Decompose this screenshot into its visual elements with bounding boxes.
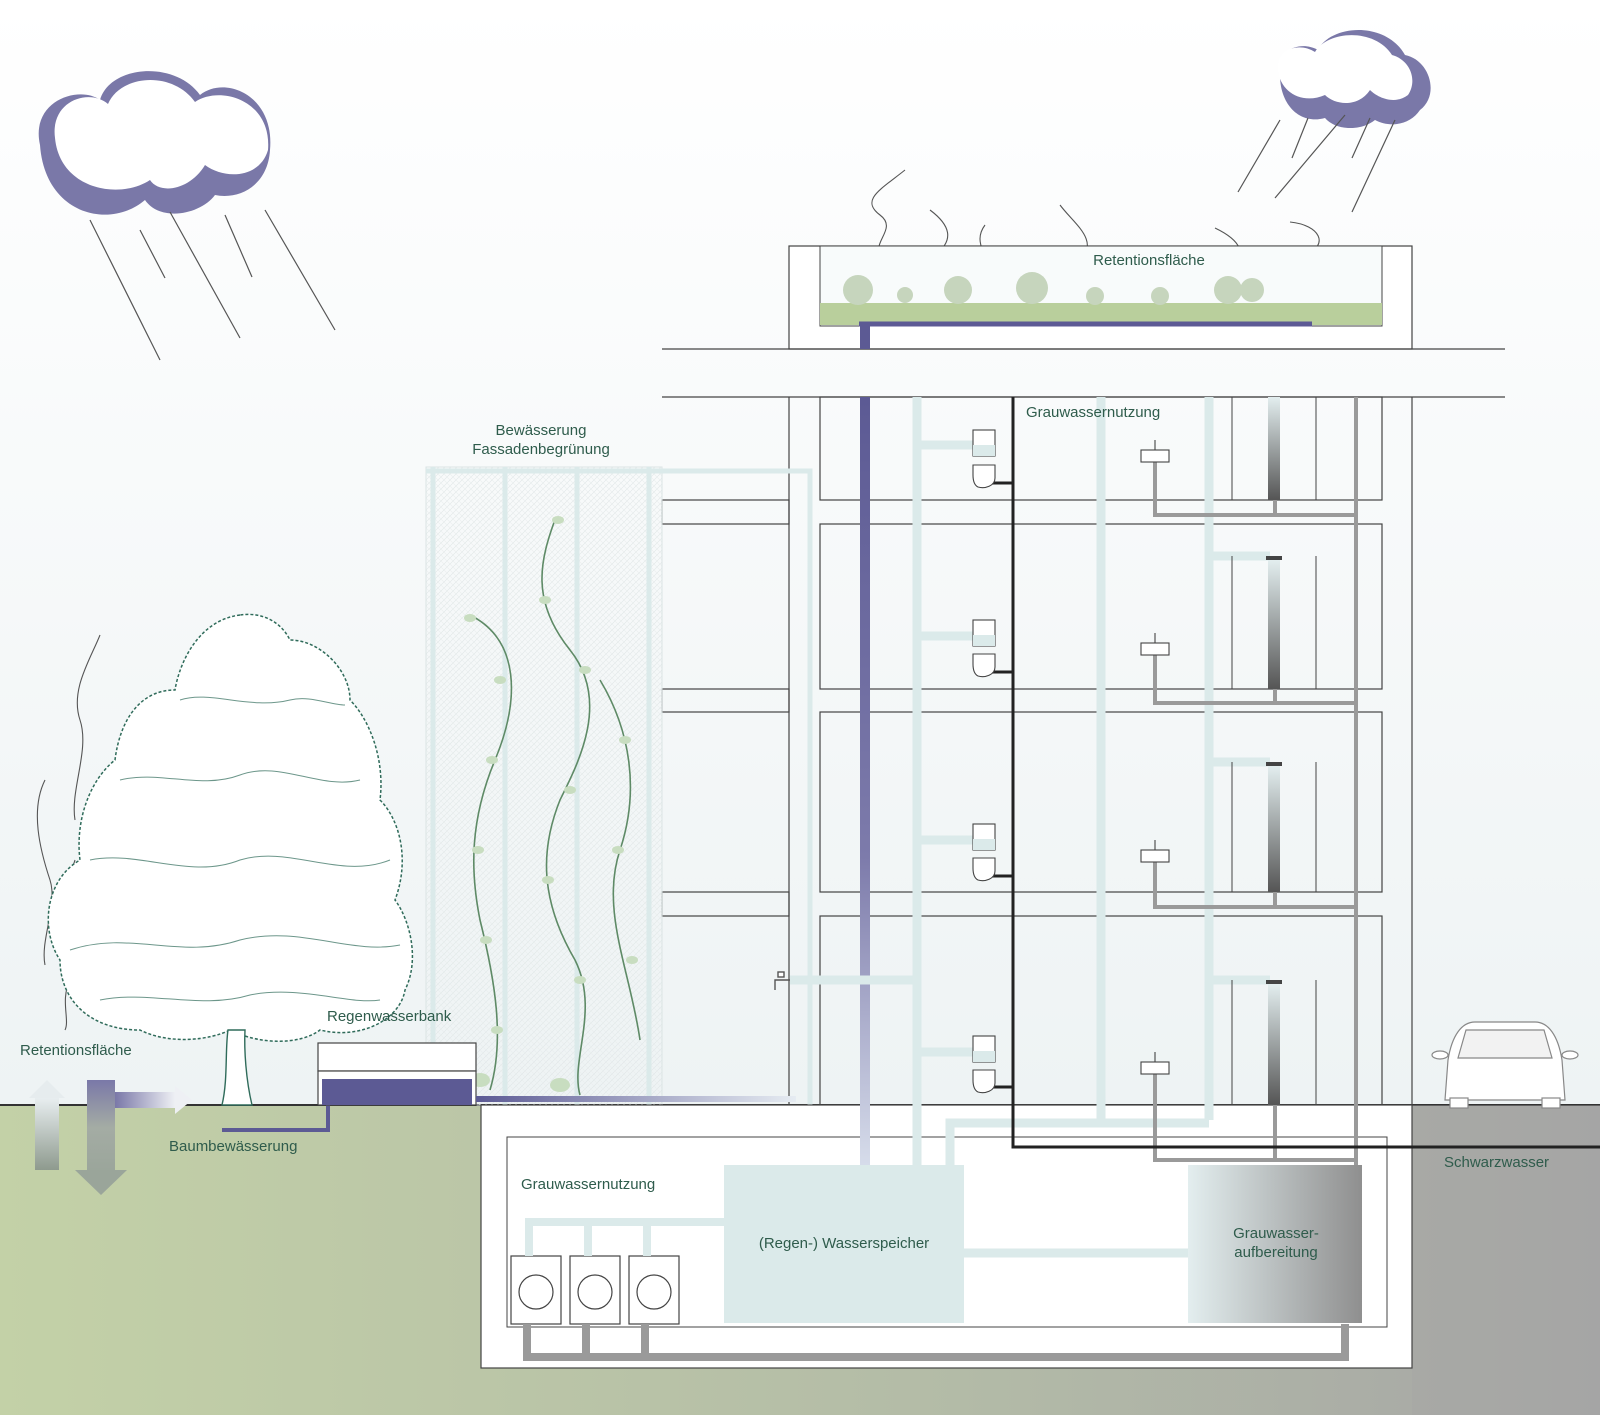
irrigation-arrow (115, 1092, 175, 1108)
blackwater-label: Schwarzwasser (1444, 1154, 1549, 1171)
washing-machine-icon (510, 1255, 562, 1325)
sink-icon (1140, 440, 1170, 463)
toilet-icon (972, 429, 996, 489)
blackwater-pipes (992, 397, 1600, 1149)
rainwater-bench-tank (322, 1079, 472, 1105)
greywater-use-basement-label: Grauwassernutzung (521, 1176, 655, 1193)
infiltration-arrow-head (75, 1170, 127, 1195)
rain-downpipe (860, 397, 870, 1165)
greywater-treatment-tank (1188, 1165, 1362, 1323)
cloud-icon (1237, 30, 1431, 213)
rainwater-bench-seat (317, 1042, 477, 1072)
greywater-treatment-label-line2: aufbereitung (1234, 1244, 1317, 1261)
greywater-use-top-label: Grauwassernutzung (1026, 404, 1160, 421)
rain-downpipe-top (860, 324, 870, 349)
toilet-icon (972, 1035, 996, 1094)
car-icon (1431, 1021, 1579, 1109)
washing-machine-supply-pipes (525, 1218, 724, 1256)
ground-retention-label: Retentionsfläche (20, 1042, 132, 1059)
cloud-icon (38, 71, 336, 361)
shower-icon (1231, 397, 1317, 500)
irrigation-arrow-head (175, 1086, 192, 1114)
sink-icon (1140, 633, 1170, 656)
roof-green-layer (820, 303, 1382, 325)
water-storage-tank (724, 1165, 964, 1323)
roof-plants (843, 272, 1264, 305)
street (1412, 1105, 1600, 1415)
shower-icon (1231, 980, 1317, 1105)
bench-pipe (476, 1096, 796, 1102)
washing-machine-icon (628, 1255, 680, 1325)
infiltration-arrow (87, 1080, 115, 1175)
sink-icon (1140, 840, 1170, 863)
greywater-supply-pipes (790, 397, 1270, 1165)
roof-retention-label: Retentionsfläche (1093, 252, 1205, 269)
toilet-icon (972, 823, 996, 882)
tap-icon (774, 971, 790, 990)
tree-irrigation-pipe (222, 1105, 330, 1132)
evaporation-arrow (35, 1098, 59, 1170)
sink-icon (1140, 1052, 1170, 1075)
water-storage-label: (Regen-) Wasserspeicher (759, 1235, 929, 1252)
evaporation-arrow-head (29, 1080, 65, 1098)
greywater-treatment-label-line1: Grauwasser- (1233, 1225, 1319, 1242)
tree-icon (47, 613, 414, 1106)
shower-icon (1231, 762, 1317, 892)
toilet-icon (972, 619, 996, 678)
facade-irrigation-label-line2: Fassadenbegrünung (472, 441, 610, 458)
facade-irrigation-label-line1: Bewässerung (496, 422, 587, 439)
facade-greening-panel (425, 466, 663, 1106)
basement-drain-pipes (523, 1324, 1349, 1361)
rainwater-bench-label: Regenwasserbank (327, 1008, 452, 1025)
washing-machine-icon (569, 1255, 621, 1325)
shower-icon (1231, 556, 1317, 689)
facade-irrigation-pipes (426, 467, 813, 1165)
tree-irrigation-label: Baumbewässerung (169, 1138, 297, 1155)
greywater-drain-pipes (1153, 397, 1358, 1165)
